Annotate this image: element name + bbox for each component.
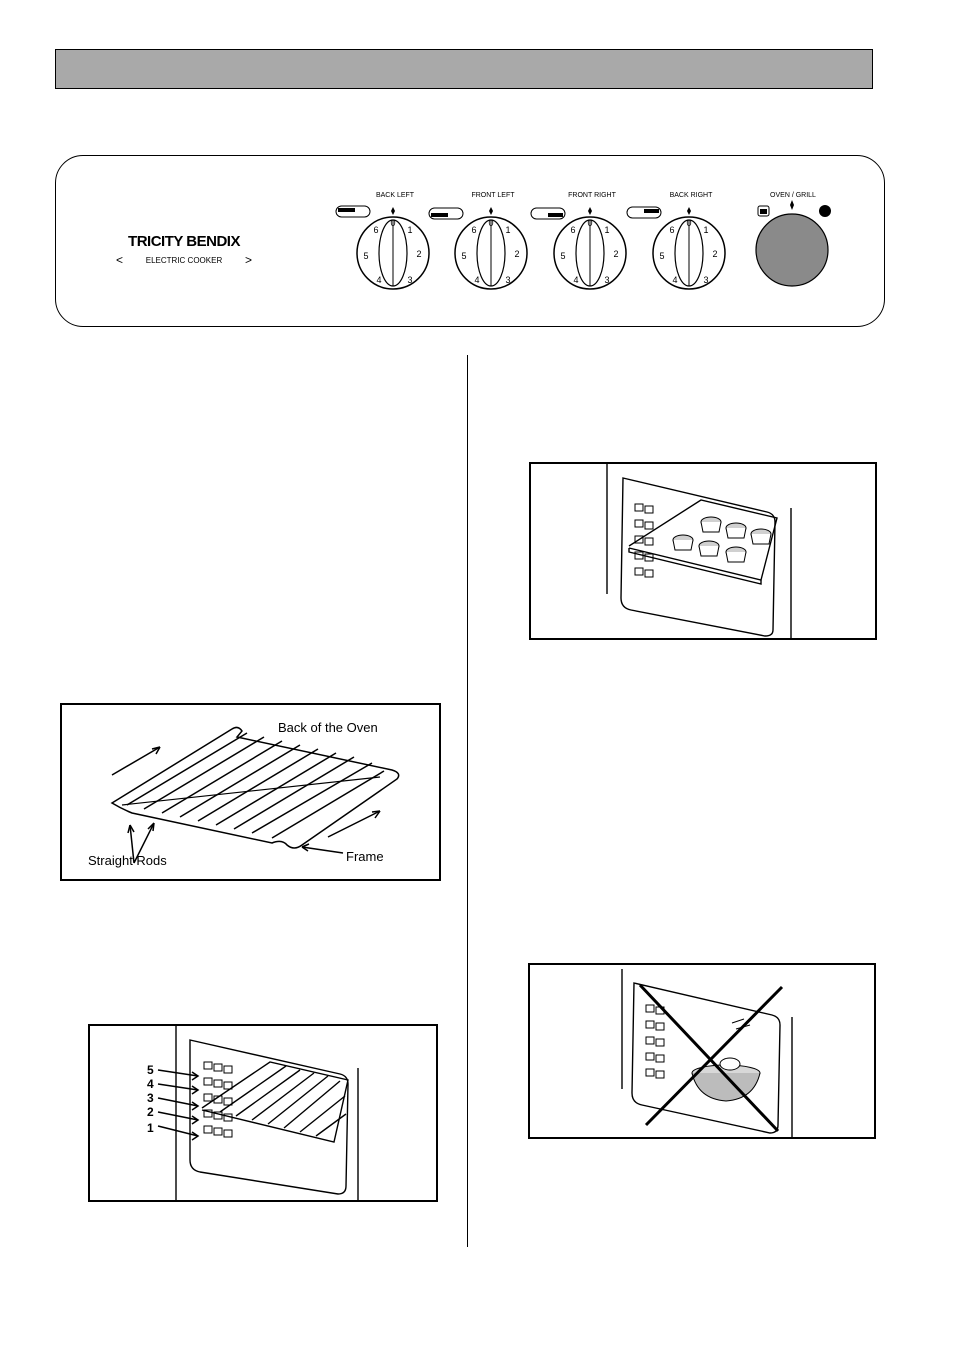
knob-number: 0 xyxy=(488,218,493,228)
right-chevron-icon: > xyxy=(244,253,252,267)
knob-number: 6 xyxy=(471,225,476,235)
knob-number: 3 xyxy=(505,275,510,285)
knob-number: 4 xyxy=(376,275,381,285)
knob-number: 3 xyxy=(604,275,609,285)
shelf-position-label: 1 xyxy=(147,1121,154,1135)
shelf-positions-drawing: 5 4 3 2 1 xyxy=(147,1026,359,1200)
hob-indicator-back-right-icon xyxy=(626,206,662,219)
control-panel: TRICITY BENDIX < ELECTRIC COOKER > BACK … xyxy=(55,155,885,327)
knob-front-left[interactable]: 0 1 2 3 4 5 6 xyxy=(454,207,528,290)
incorrect-use-drawing xyxy=(621,969,793,1137)
shelf-position-label: 5 xyxy=(147,1063,154,1077)
knob-number: 5 xyxy=(560,251,565,261)
brand-block: TRICITY BENDIX < ELECTRIC COOKER > xyxy=(116,233,252,267)
knob-number: 6 xyxy=(669,225,674,235)
figure-oven-shelf: Back of the Oven Straight Rods Frame xyxy=(60,703,441,881)
knob-number: 1 xyxy=(703,225,708,235)
knob-back-right[interactable]: 0 1 2 3 4 5 6 xyxy=(652,207,726,290)
label-frame: Frame xyxy=(346,849,384,864)
brand-subtitle-row: < ELECTRIC COOKER > xyxy=(116,253,252,267)
knobs-drawing: 0 1 2 3 4 5 6 0 1 2 3 4 5 6 xyxy=(335,200,831,290)
knob-number: 0 xyxy=(390,218,395,228)
knob-number: 2 xyxy=(712,249,717,259)
indicator-light-icon xyxy=(819,205,831,217)
label-back-of-oven: Back of the Oven xyxy=(278,720,378,735)
hob-indicator-back-left-icon xyxy=(335,205,371,218)
figure-shelf-with-cakes xyxy=(529,462,877,640)
knob-number: 6 xyxy=(570,225,575,235)
oven-shelf-drawing: Back of the Oven Straight Rods Frame xyxy=(88,720,400,868)
knob-label-front-left: FRONT LEFT xyxy=(471,192,515,199)
left-chevron-icon: < xyxy=(116,253,124,267)
label-straight-rods: Straight Rods xyxy=(88,853,167,868)
knob-number: 0 xyxy=(686,218,691,228)
knob-number: 2 xyxy=(514,249,519,259)
oven-grill-knob[interactable] xyxy=(755,200,829,287)
knob-number: 5 xyxy=(363,251,368,261)
knob-label-oven-grill: OVEN / GRILL xyxy=(770,192,816,199)
knob-number: 3 xyxy=(407,275,412,285)
figure-incorrect-use xyxy=(528,963,876,1139)
knob-label-back-left: BACK LEFT xyxy=(375,192,415,199)
knob-number: 1 xyxy=(505,225,510,235)
oven-icon xyxy=(757,205,770,217)
knob-number: 2 xyxy=(613,249,618,259)
knob-number: 4 xyxy=(474,275,479,285)
hob-indicator-front-right-icon xyxy=(530,207,566,220)
shelf-position-label: 2 xyxy=(147,1105,154,1119)
column-divider xyxy=(467,355,468,1247)
knob-number: 6 xyxy=(373,225,378,235)
knob-number: 5 xyxy=(461,251,466,261)
brand-name: TRICITY BENDIX xyxy=(128,233,240,250)
section-header-bar xyxy=(55,49,873,89)
knob-number: 1 xyxy=(604,225,609,235)
figure-shelf-positions: 5 4 3 2 1 xyxy=(88,1024,438,1202)
knob-number: 0 xyxy=(587,218,592,228)
knob-number: 4 xyxy=(672,275,677,285)
shelf-with-cakes-drawing xyxy=(606,464,792,638)
knob-number: 1 xyxy=(407,225,412,235)
knob-number: 3 xyxy=(703,275,708,285)
knob-label-back-right: BACK RIGHT xyxy=(669,192,713,199)
knob-label-front-right: FRONT RIGHT xyxy=(568,192,616,199)
knob-number: 4 xyxy=(573,275,578,285)
shelf-position-label: 4 xyxy=(147,1077,154,1091)
knob-number: 2 xyxy=(416,249,421,259)
knob-number: 5 xyxy=(659,251,664,261)
brand-subtitle: ELECTRIC COOKER xyxy=(145,255,223,265)
hob-indicator-front-left-icon xyxy=(428,207,464,220)
shelf-position-label: 3 xyxy=(147,1091,154,1105)
knob-back-left[interactable]: 0 1 2 3 4 5 6 xyxy=(356,207,430,290)
knob-front-right[interactable]: 0 1 2 3 4 5 6 xyxy=(553,207,627,290)
